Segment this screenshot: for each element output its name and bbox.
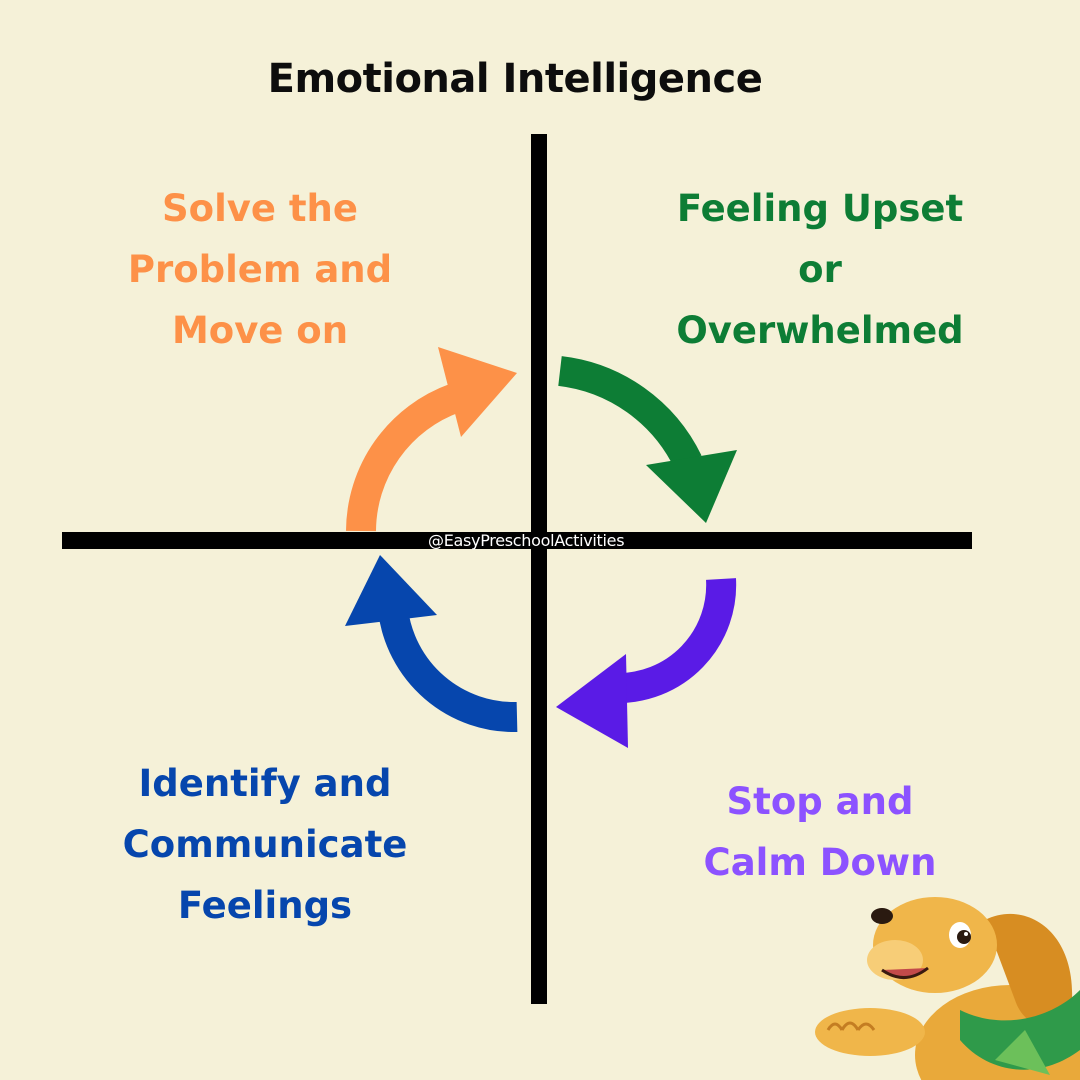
label-line: Calm Down: [703, 841, 937, 884]
label-identify-feelings: Identify and Communicate Feelings: [90, 753, 440, 936]
watermark: @EasyPreschoolActivities: [428, 531, 625, 550]
orange-arrow: [346, 347, 517, 532]
vertical-axis: [531, 134, 547, 1004]
label-line: Identify and: [138, 762, 392, 805]
label-feeling-upset: Feeling Upset or Overwhelmed: [640, 178, 1000, 361]
label-line: Problem and: [127, 248, 393, 291]
label-calm-down: Stop and Calm Down: [660, 771, 980, 893]
label-line: Stop and: [726, 780, 914, 823]
label-line: Communicate: [122, 823, 408, 866]
label-line: Overwhelmed: [676, 309, 964, 352]
purple-arrow: [556, 578, 737, 748]
horizontal-axis: [62, 532, 972, 549]
label-line: or: [798, 248, 842, 291]
label-line: Solve the: [162, 187, 358, 230]
blue-arrow: [345, 555, 518, 733]
label-solve-problem: Solve the Problem and Move on: [100, 178, 420, 361]
page-title: Emotional Intelligence: [267, 56, 763, 102]
green-arrow: [557, 356, 737, 523]
label-line: Move on: [171, 309, 349, 352]
golden-retriever-puppy-icon: [815, 897, 1080, 1080]
label-line: Feeling Upset: [676, 187, 964, 230]
label-line: Feelings: [177, 884, 353, 927]
